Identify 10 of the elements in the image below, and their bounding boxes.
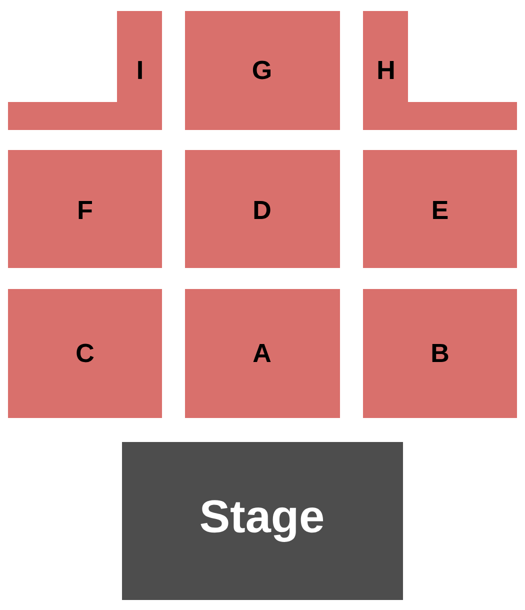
- seating-section: F: [8, 150, 162, 268]
- seating-section: G: [185, 11, 340, 130]
- seating-section: B: [363, 289, 517, 418]
- seating-section: E: [363, 150, 517, 268]
- stage-area: Stage: [122, 442, 403, 600]
- seating-section: I: [8, 11, 162, 130]
- seating-section: D: [185, 150, 340, 268]
- seating-section: A: [185, 289, 340, 418]
- seating-section: C: [8, 289, 162, 418]
- seating-section: H: [363, 11, 517, 130]
